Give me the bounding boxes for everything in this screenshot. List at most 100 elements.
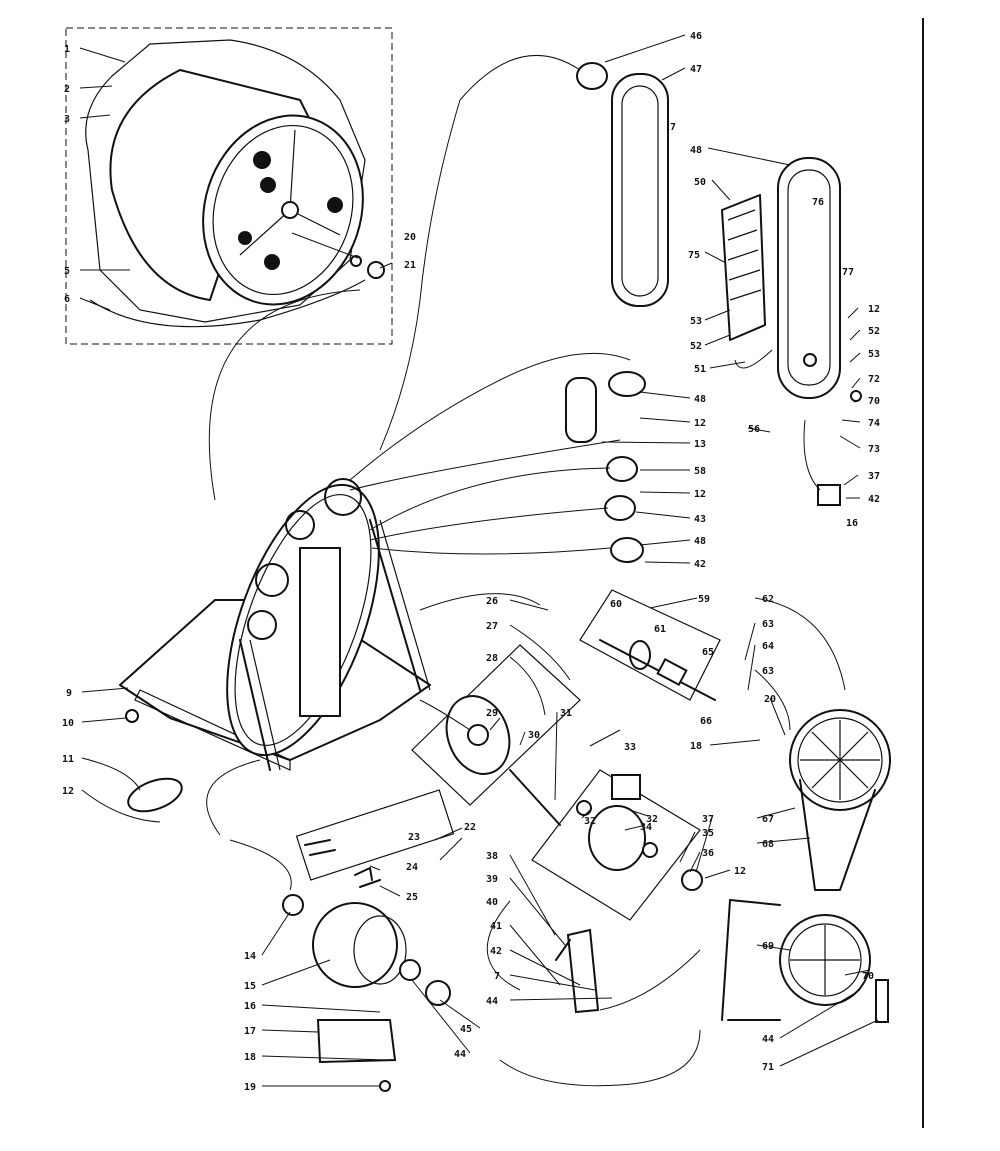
callout-47: 47 xyxy=(690,64,702,75)
callout-48c: 48 xyxy=(694,536,706,547)
callout-46: 46 xyxy=(690,31,702,42)
callout-17: 17 xyxy=(244,1026,256,1037)
part-37-thermostat xyxy=(817,484,841,506)
callout-63: 63 xyxy=(762,619,774,630)
callout-26: 26 xyxy=(486,596,498,607)
part-20-washer xyxy=(350,255,362,267)
callout-5: 5 xyxy=(64,266,70,277)
callout-21: 21 xyxy=(404,260,416,271)
wire-5 xyxy=(371,547,611,555)
drive-belt-side xyxy=(721,899,731,1021)
callout-66: 66 xyxy=(700,716,712,727)
callout-59: 59 xyxy=(698,594,710,605)
callout-65: 65 xyxy=(702,647,714,658)
callout-18: 18 xyxy=(244,1052,256,1063)
idler-shaft-group xyxy=(579,589,721,701)
motor-pulley-rim xyxy=(788,923,862,997)
part-14-blower-seal xyxy=(282,894,304,916)
wire-10 xyxy=(419,699,471,731)
callout-43: 43 xyxy=(694,514,706,525)
heater-assembly-group xyxy=(576,62,862,506)
callout-3: 3 xyxy=(64,114,70,125)
callout-64: 64 xyxy=(762,641,774,652)
heater-terminal xyxy=(803,353,817,367)
part-22-switch xyxy=(304,839,336,856)
callout-70b: 70 xyxy=(862,971,874,982)
drum-spider-arm-1 xyxy=(239,209,291,256)
heating-element-coils xyxy=(727,209,762,301)
bulkhead-opening-3 xyxy=(255,563,289,597)
part-74-insulator xyxy=(850,390,862,402)
callout-50: 50 xyxy=(694,177,706,188)
part-48-inner xyxy=(787,169,831,386)
callout-71: 71 xyxy=(762,1062,774,1073)
callout-52b: 52 xyxy=(868,326,880,337)
callout-36: 36 xyxy=(702,848,714,859)
motor-group xyxy=(282,789,600,1092)
callout-14: 14 xyxy=(244,951,256,962)
blower-group xyxy=(411,644,581,826)
drive-pulley-group xyxy=(721,709,891,1023)
frame-assembly xyxy=(119,478,431,813)
part-39-lever xyxy=(555,939,571,961)
part-50-heating-element xyxy=(721,194,766,341)
wire-15 xyxy=(803,419,821,491)
drum-vent-2 xyxy=(260,177,276,193)
callout-32a: 32 xyxy=(584,816,596,827)
callout-27: 27 xyxy=(486,621,498,632)
callout-13: 13 xyxy=(694,439,706,450)
callout-labels: 1 2 3 5 6 20 21 9 10 11 12 46 47 7 48 50… xyxy=(62,31,880,1093)
part-45-idler xyxy=(425,980,451,1006)
callout-39: 39 xyxy=(486,874,498,885)
callout-7: 7 xyxy=(670,122,676,133)
part-43-thermostat xyxy=(604,495,636,521)
callout-29: 29 xyxy=(486,708,498,719)
drum-vent-5 xyxy=(264,254,280,270)
part-24-switch xyxy=(354,867,381,888)
wire-4 xyxy=(369,507,609,541)
callout-60: 60 xyxy=(610,599,622,610)
part-11-cover-plate xyxy=(127,777,183,813)
part-69-drive-belt xyxy=(727,899,781,1021)
part-19-clip xyxy=(379,1080,391,1092)
part-10-leveling-leg xyxy=(125,709,139,723)
callout-15: 15 xyxy=(244,981,256,992)
part-68-belt xyxy=(799,779,876,891)
part-42-bracket xyxy=(566,928,600,1014)
callout-20b: 20 xyxy=(764,694,776,705)
drum-hub xyxy=(281,201,299,219)
drum-vent-3 xyxy=(327,197,343,213)
callout-24: 24 xyxy=(406,862,418,873)
part-29-blower-wheel xyxy=(445,695,511,775)
part-48-thermal-fuse xyxy=(608,371,646,397)
callout-53b: 53 xyxy=(868,349,880,360)
callout-51: 51 xyxy=(694,364,706,375)
wire-16 xyxy=(734,349,773,369)
callout-42b: 42 xyxy=(490,946,502,957)
drum-front-edge xyxy=(89,279,366,328)
callout-leaders xyxy=(79,34,879,1087)
callout-69: 69 xyxy=(762,941,774,952)
wire-13 xyxy=(599,949,701,1011)
part-59-idler-box xyxy=(579,589,721,701)
callout-67: 67 xyxy=(762,814,774,825)
callout-38: 38 xyxy=(486,851,498,862)
part-21-roller xyxy=(367,261,385,279)
mid-components xyxy=(565,371,646,563)
callout-45: 45 xyxy=(460,1024,472,1035)
drum-rear-inner-ring xyxy=(212,124,354,296)
callout-12c: 12 xyxy=(694,418,706,429)
rear-bulkhead-inner xyxy=(234,493,372,747)
part-15-motor xyxy=(312,902,398,988)
callout-52a: 52 xyxy=(690,341,702,352)
frame-leg-left-inner xyxy=(249,639,281,771)
wire-14 xyxy=(499,1029,701,1087)
callout-23: 23 xyxy=(408,832,420,843)
callout-37: 37 xyxy=(702,814,714,825)
wire-harness xyxy=(206,55,821,1087)
idler-arm-group xyxy=(531,769,703,921)
callout-61: 61 xyxy=(654,624,666,635)
part-32-pulley-b xyxy=(642,842,658,858)
